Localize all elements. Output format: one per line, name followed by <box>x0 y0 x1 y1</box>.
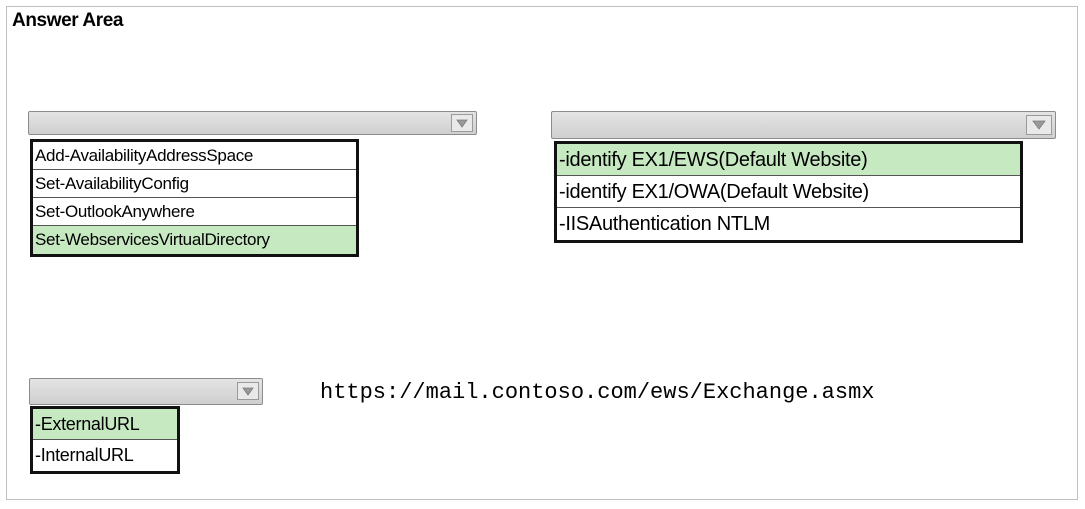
dropdown-arrow-icon[interactable] <box>1026 115 1052 135</box>
option-identify-ews[interactable]: -identify EX1/EWS(Default Website) <box>557 144 1020 176</box>
url-text: https://mail.contoso.com/ews/Exchange.as… <box>320 380 875 405</box>
option-add-availabilityaddressspace[interactable]: Add-AvailabilityAddressSpace <box>33 142 356 170</box>
cmdlet-options-list: Add-AvailabilityAddressSpace Set-Availab… <box>30 139 359 257</box>
identity-options-list: -identify EX1/EWS(Default Website) -iden… <box>554 141 1023 243</box>
dropdown-arrow-icon[interactable] <box>237 382 259 400</box>
option-identify-owa[interactable]: -identify EX1/OWA(Default Website) <box>557 176 1020 208</box>
identity-dropdown[interactable] <box>551 111 1056 139</box>
url-parameter-dropdown[interactable] <box>29 378 263 405</box>
answer-area-title: Answer Area <box>12 10 124 31</box>
option-set-webservicesvirtualdirectory[interactable]: Set-WebservicesVirtualDirectory <box>33 226 356 254</box>
option-externalurl[interactable]: -ExternalURL <box>33 409 177 440</box>
cmdlet-dropdown[interactable] <box>28 111 477 135</box>
url-parameter-options-list: -ExternalURL -InternalURL <box>30 406 180 474</box>
option-iisauthentication-ntlm[interactable]: -IISAuthentication NTLM <box>559 213 770 235</box>
option-internalurl[interactable]: -InternalURL <box>35 445 134 465</box>
option-set-outlookanywhere[interactable]: Set-OutlookAnywhere <box>33 198 356 226</box>
dropdown-arrow-icon[interactable] <box>451 114 473 132</box>
option-set-availabilityconfig[interactable]: Set-AvailabilityConfig <box>33 170 356 198</box>
